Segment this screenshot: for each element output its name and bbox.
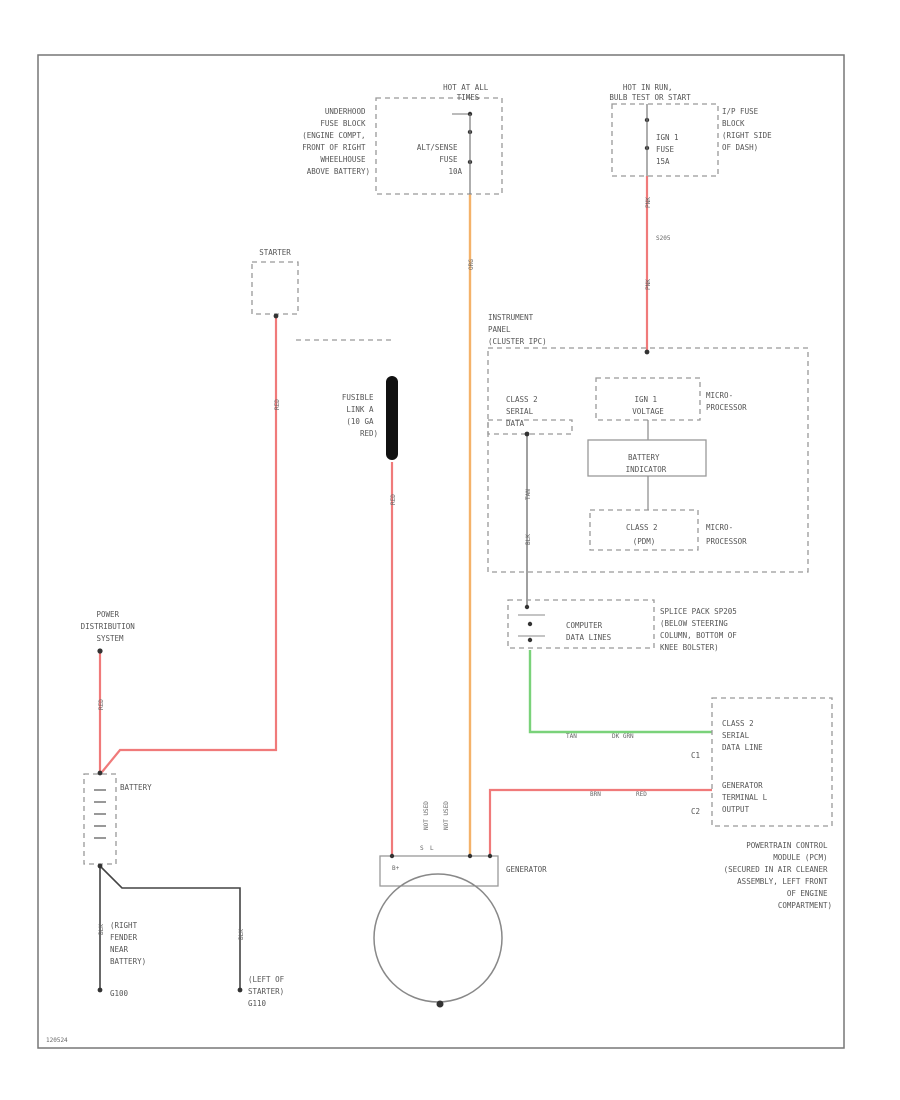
splice-pcm-wire [528,650,712,734]
micro-processor-label-1: MICRO- PROCESSOR [706,391,747,412]
battery-indicator-label: BATTERY INDICATOR [626,453,667,474]
starter-battery-wire [101,316,278,773]
wire-label-orange: ORG [468,259,475,270]
wire-label-blk-g100: BLK [98,924,105,935]
pcm-class2-label: CLASS 2 SERIAL DATA LINE [722,719,763,752]
instrument-panel-label: INSTRUMENT PANEL (CLUSTER IPC) [488,313,547,346]
ign-voltage-label: IGN 1 VOLTAGE [632,395,664,416]
wire-label-brn: BRN [590,791,601,798]
ground-g110: (LEFT OF STARTER) G110 [237,975,289,1008]
wire-label-s205: S205 [656,235,671,242]
pcm-connector-c1: C1 [691,751,700,760]
alt-sense-fuse-label: ALT/SENSE FUSE 10A [417,143,463,176]
splice-pack-label: SPLICE PACK SP205 (BELOW STEERING COLUMN… [660,607,741,652]
not-used-label-1: NOT USED [423,801,430,830]
ign-fuse-label: IGN 1 FUSE 15A [656,133,683,166]
wire-label-blk: BLK [525,534,532,545]
computer-data-lines-label: COMPUTER DATA LINES [566,621,612,642]
underhood-fuse-block: HOT AT ALL TIMES UNDERHOOD FUSE BLOCK (E… [302,83,503,195]
wire-label-tan2: TAN [566,733,577,740]
battery: BATTERY [83,770,152,869]
diagram-frame [37,54,845,1049]
ip-fuse-block-label: I/P FUSE BLOCK (RIGHT SIDE OF DASH) [722,107,776,152]
wire-label-pink2: PNK [645,279,652,290]
battery-label: BATTERY [120,783,152,792]
svg-text:S: S [420,845,424,852]
ip-fuse-block: HOT IN RUN, BULB TEST OR START IGN 1 FUS… [609,83,776,177]
pcm-label: POWERTRAIN CONTROL MODULE (PCM) (SECURED… [724,841,832,910]
svg-text:B+: B+ [392,865,400,872]
wire-label-power: RED [98,699,105,710]
generator: GENERATOR B+ S L NOT USED NOT USED [373,801,547,1008]
wire-label-pink: PNK [645,197,652,208]
fusible-link: FUSIBLE LINK A (10 GA RED) [342,376,398,460]
class2-ipc-label: CLASS 2 (PDM) [626,523,662,546]
not-used-label-2: NOT USED [443,801,450,830]
wire-labels: RED RED RED ORG PNK S205 PNK TAN BLK TAN… [98,197,671,940]
instrument-panel-cluster: INSTRUMENT PANEL (CLUSTER IPC) CLASS 2 S… [487,313,809,573]
class2-serial-data-label: CLASS 2 SERIAL DATA [506,395,542,428]
pcm-connector-c2: C2 [691,807,700,816]
starter-label: STARTER [259,248,291,257]
underhood-fuse-block-label: UNDERHOOD FUSE BLOCK (ENGINE COMPT, FRON… [302,107,370,176]
wire-label-fusible: RED [390,494,397,505]
fusible-link-label: FUSIBLE LINK A (10 GA RED) [342,393,378,438]
splice-pack: COMPUTER DATA LINES SPLICE PACK SP205 (B… [507,599,741,652]
power-distribution-label: POWER DISTRIBUTION SYSTEM [81,610,140,643]
wire-label-starter: RED [274,399,281,410]
wire-label-grn: DK GRN [612,733,634,740]
pcm-generator-terminal-label: GENERATOR TERMINAL L OUTPUT [722,781,772,814]
ground-g100-label: (RIGHT FENDER NEAR BATTERY) G100 [110,921,151,998]
ground-g110-label: (LEFT OF STARTER) G110 [248,975,289,1008]
hot-in-run-label: HOT IN RUN, BULB TEST OR START [609,83,691,102]
power-distribution: POWER DISTRIBUTION SYSTEM [81,610,140,654]
footer-code: 120524 [46,1037,68,1044]
svg-text:L: L [430,845,434,852]
hot-at-all-times-label: HOT AT ALL TIMES [443,83,493,102]
generator-label: GENERATOR [506,865,547,874]
wire-label-blk-g110: BLK [238,929,245,940]
ground-g100: (RIGHT FENDER NEAR BATTERY) G100 [97,921,151,998]
generator-pcm-wire [488,788,712,856]
ground-g110-wire [99,865,241,990]
pcm: CLASS 2 SERIAL DATA LINE GENERATOR TERMI… [691,697,833,910]
starter: STARTER [251,248,299,319]
wire-label-red2: RED [636,791,647,798]
wire-label-tan: TAN [525,489,532,500]
micro-processor-label-2: MICRO- PROCESSOR [706,523,747,546]
